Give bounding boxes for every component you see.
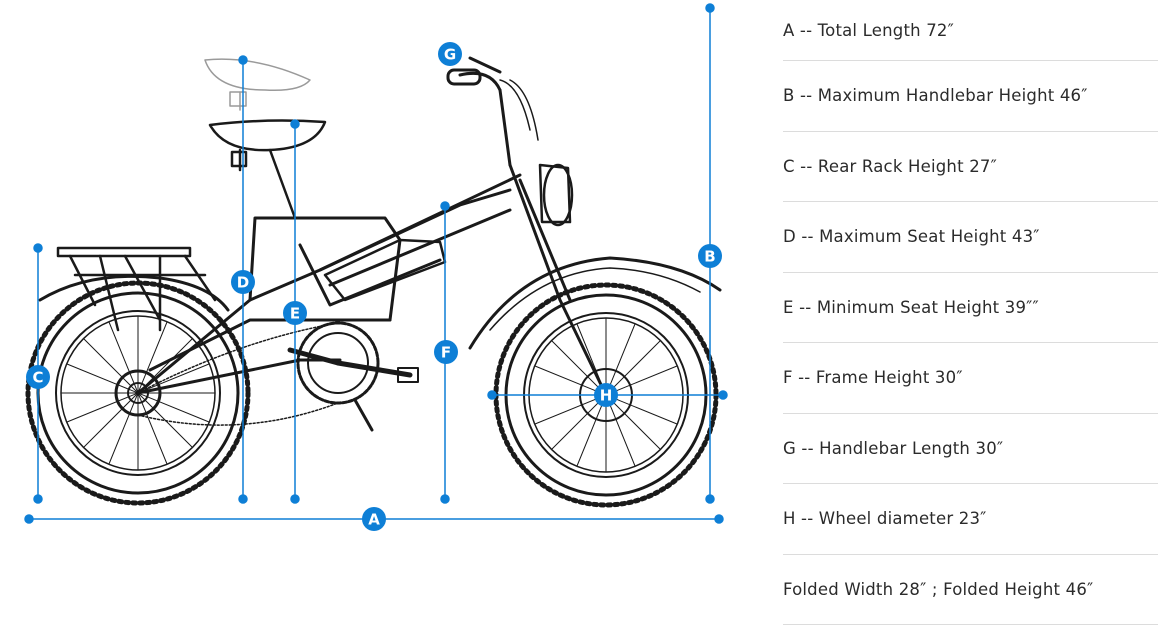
- marker-b: B: [698, 244, 722, 268]
- marker-c-label: C: [32, 369, 43, 387]
- seat-raised-ghost: [204, 58, 311, 111]
- spec-row-min-seat-height: E -- Minimum Seat Height 39″″: [783, 273, 1158, 343]
- marker-g: G: [438, 42, 462, 66]
- marker-h-label: H: [600, 387, 613, 405]
- spec-text: F -- Frame Height 30″: [783, 368, 963, 388]
- bike-dimension-diagram: A B C D E F G H: [24, 3, 728, 531]
- marker-h: H: [594, 383, 618, 407]
- marker-b-label: B: [704, 248, 715, 266]
- handlebar: [446, 56, 539, 167]
- marker-f-label: F: [441, 344, 451, 362]
- spec-text: A -- Total Length 72″: [783, 20, 954, 40]
- marker-a: A: [362, 507, 386, 531]
- marker-d-label: D: [237, 274, 249, 292]
- spec-row-frame-height: F -- Frame Height 30″: [783, 343, 1158, 414]
- marker-g-label: G: [444, 46, 456, 64]
- bike-illustration: [25, 56, 722, 508]
- spec-row-rear-rack-height: C -- Rear Rack Height 27″: [783, 132, 1158, 202]
- marker-c: C: [26, 365, 50, 389]
- spec-text: B -- Maximum Handlebar Height 46″: [783, 86, 1088, 106]
- rear-rack: [56, 246, 217, 332]
- marker-a-label: A: [368, 511, 380, 529]
- spec-row-max-handlebar-height: B -- Maximum Handlebar Height 46″: [783, 61, 1158, 132]
- spec-row-total-length: A -- Total Length 72″: [783, 0, 1158, 61]
- spec-text: Folded Width 28″ ; Folded Height 46″: [783, 579, 1094, 599]
- spec-row-wheel-diameter: H -- Wheel diameter 23″: [783, 484, 1158, 555]
- drivetrain: [137, 321, 419, 432]
- spec-text: D -- Maximum Seat Height 43″: [783, 227, 1040, 247]
- spec-text: C -- Rear Rack Height 27″: [783, 156, 997, 176]
- marker-d: D: [231, 270, 255, 294]
- spec-row-max-seat-height: D -- Maximum Seat Height 43″: [783, 202, 1158, 273]
- marker-e-label: E: [290, 305, 300, 323]
- marker-e: E: [283, 301, 307, 325]
- rear-wheel: [25, 280, 251, 506]
- seat: [208, 119, 327, 220]
- marker-f: F: [434, 340, 458, 364]
- spec-row-handlebar-length: G -- Handlebar Length 30″: [783, 414, 1158, 484]
- spec-text: G -- Handlebar Length 30″: [783, 438, 1004, 458]
- spec-row-folded-size: Folded Width 28″ ; Folded Height 46″: [783, 555, 1158, 625]
- headlight: [538, 163, 574, 227]
- dimension-spec-list: A -- Total Length 72″ B -- Maximum Handl…: [783, 0, 1158, 625]
- spec-text: E -- Minimum Seat Height 39″″: [783, 297, 1039, 317]
- spec-text: H -- Wheel diameter 23″: [783, 509, 987, 529]
